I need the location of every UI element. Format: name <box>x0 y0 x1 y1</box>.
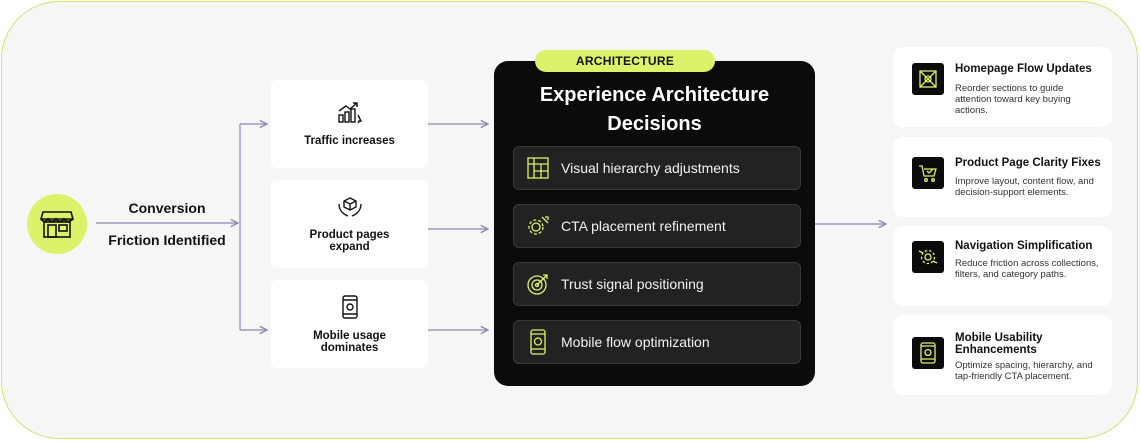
outcome-title: Mobile Usability Enhancements <box>955 332 1043 356</box>
storefront-icon <box>27 194 87 254</box>
cart-check-icon <box>912 157 944 189</box>
target-icon <box>525 271 551 297</box>
homepage-flow-icon <box>912 63 944 95</box>
trigger-card-product-pages: Product pages expand <box>271 180 428 268</box>
outcome-title: Homepage Flow Updates <box>955 63 1092 75</box>
architecture-item: Trust signal positioning <box>513 262 801 306</box>
navigation-cog-icon <box>912 241 944 273</box>
architecture-item-label: Trust signal positioning <box>561 276 704 292</box>
source-line-1: Conversion <box>128 200 206 216</box>
trigger-card-mobile: Mobile usage dominates <box>271 280 428 368</box>
architecture-item-label: CTA placement refinement <box>561 218 726 234</box>
outcome-description: Improve layout, content flow, and decisi… <box>955 176 1094 198</box>
outcome-title: Navigation Simplification <box>955 240 1093 252</box>
mobile-flow-icon <box>525 329 551 355</box>
box-hands-icon <box>337 196 363 223</box>
architecture-item-label: Mobile flow optimization <box>561 334 710 350</box>
outcome-card-product-page: Product Page Clarity Fixes Improve layou… <box>893 137 1112 217</box>
outcome-description: Reduce friction across collections, filt… <box>955 258 1099 280</box>
architecture-badge: ARCHITECTURE <box>535 50 715 72</box>
smartphone-icon <box>340 294 360 324</box>
outcome-card-homepage: Homepage Flow Updates Reorder sections t… <box>893 47 1112 127</box>
architecture-item: Visual hierarchy adjustments <box>513 146 801 190</box>
trigger-card-traffic: Traffic increases <box>271 80 428 168</box>
layout-grid-icon <box>525 155 551 181</box>
source-line-2: Friction Identified <box>108 232 226 248</box>
mobile-usability-icon <box>912 337 944 369</box>
architecture-item-label: Visual hierarchy adjustments <box>561 160 740 176</box>
trigger-label: Product pages expand <box>309 228 390 253</box>
chart-growth-icon <box>337 101 363 129</box>
outcome-description: Reorder sections to guide attention towa… <box>955 83 1071 116</box>
architecture-title: Experience Architecture Decisions <box>539 84 770 135</box>
outcome-card-navigation: Navigation Simplification Reduce frictio… <box>893 226 1112 306</box>
outcome-description: Optimize spacing, hierarchy, and tap-fri… <box>955 360 1093 382</box>
trigger-label: Traffic increases <box>304 134 395 147</box>
architecture-item: CTA placement refinement <box>513 204 801 248</box>
architecture-item: Mobile flow optimization <box>513 320 801 364</box>
gear-cursor-icon <box>525 213 551 239</box>
trigger-label: Mobile usage dominates <box>313 329 386 354</box>
outcome-card-mobile-usability: Mobile Usability Enhancements Optimize s… <box>893 315 1112 395</box>
outcome-title: Product Page Clarity Fixes <box>955 157 1101 169</box>
